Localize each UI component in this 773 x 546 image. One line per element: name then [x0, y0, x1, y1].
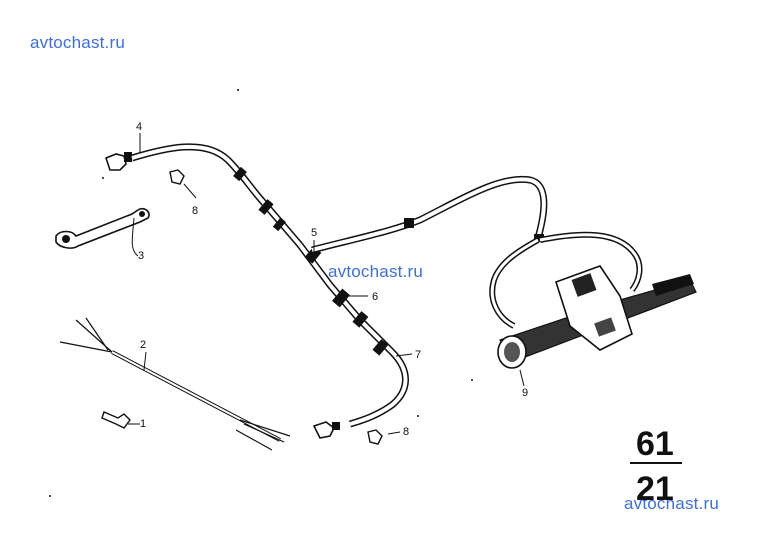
clip-top[interactable] — [169, 169, 197, 199]
hose-left-upper — [130, 143, 303, 248]
bracket-arm[interactable] — [55, 207, 150, 257]
callout-4: 4 — [136, 121, 142, 133]
leader-lines — [128, 240, 525, 435]
nozzle-top[interactable] — [105, 133, 141, 171]
watermark-bottom: avtochast.ru — [624, 494, 720, 513]
callout-8-bottom: 8 — [403, 426, 409, 438]
callout-3: 3 — [138, 250, 144, 262]
specks — [49, 89, 473, 497]
callout-6: 6 — [372, 291, 378, 303]
hose-to-pump — [311, 175, 548, 254]
hose-center — [297, 242, 409, 428]
clip-bottom[interactable] — [367, 429, 383, 445]
group-number-sub: 21 — [636, 470, 674, 508]
watermark-top: avtochast.ru — [30, 33, 126, 52]
callout-1: 1 — [140, 418, 146, 430]
wire-harness — [59, 317, 291, 451]
callout-7: 7 — [415, 349, 421, 361]
callout-5: 5 — [311, 227, 317, 239]
washer-pump[interactable] — [489, 231, 697, 369]
screw-small[interactable] — [101, 411, 131, 429]
nozzle-bottom[interactable] — [312, 421, 340, 439]
group-number-main: 61 — [636, 425, 674, 463]
callout-9: 9 — [522, 387, 528, 399]
callout-2: 2 — [140, 339, 146, 351]
watermark-middle: avtochast.ru — [328, 262, 424, 281]
callout-8-top: 8 — [192, 205, 198, 217]
